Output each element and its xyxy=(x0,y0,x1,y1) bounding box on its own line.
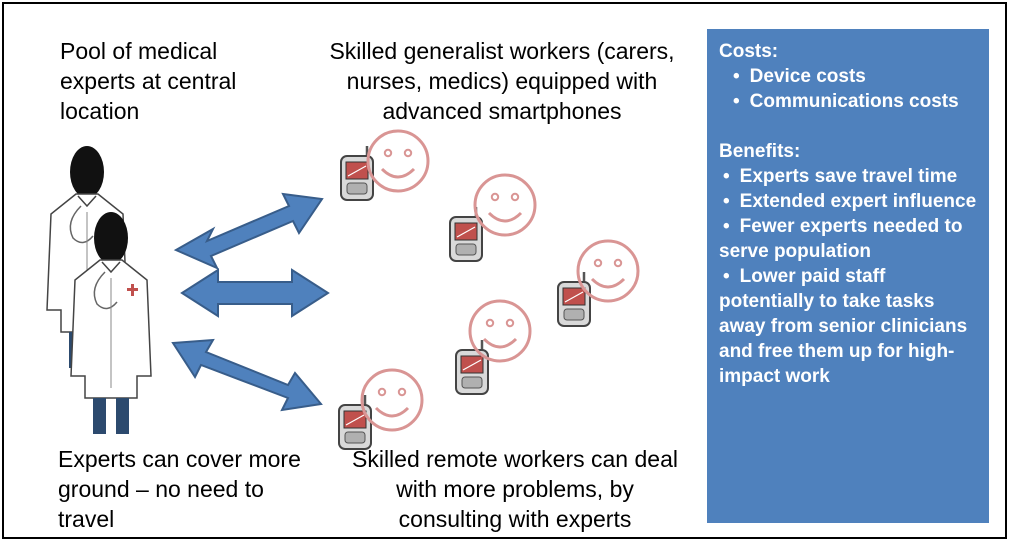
costs-list: Device costs Communications costs xyxy=(719,64,979,114)
benefit-item: Fewer experts needed to serve population xyxy=(719,214,979,264)
smiley-icon xyxy=(576,239,640,303)
double-arrow-icon xyxy=(180,268,330,318)
double-arrow-icon xyxy=(171,338,323,412)
costs-benefits-panel: Costs: Device costs Communications costs… xyxy=(707,29,989,523)
panel-spacer xyxy=(719,114,979,139)
generalist-workers-label: Skilled generalist workers (carers, nurs… xyxy=(329,38,675,124)
benefit-item: Extended expert influence xyxy=(719,189,979,214)
cost-item: Device costs xyxy=(719,64,979,89)
double-arrow-icon xyxy=(173,192,324,271)
costs-heading: Costs: xyxy=(719,41,779,62)
remote-workers-label: Skilled remote workers can deal with mor… xyxy=(352,446,678,532)
smartphone-icon xyxy=(454,338,490,396)
smiley-icon xyxy=(473,173,537,237)
benefits-list: Experts save travel time Extended expert… xyxy=(719,164,979,389)
benefit-item: Experts save travel time xyxy=(719,164,979,189)
benefit-item: Lower paid staff potentially to take tas… xyxy=(719,264,979,389)
smartphone-icon xyxy=(556,270,592,328)
smiley-icon xyxy=(468,299,532,363)
benefits-heading: Benefits: xyxy=(719,141,801,162)
cost-item: Communications costs xyxy=(719,89,979,114)
expert-pool-label: Pool of medical experts at central locat… xyxy=(60,38,237,124)
smartphone-icon xyxy=(337,393,373,451)
smiley-icon xyxy=(366,129,430,193)
expert-coverage-label: Experts can cover more ground – no need … xyxy=(58,446,301,532)
smiley-icon xyxy=(360,368,424,432)
